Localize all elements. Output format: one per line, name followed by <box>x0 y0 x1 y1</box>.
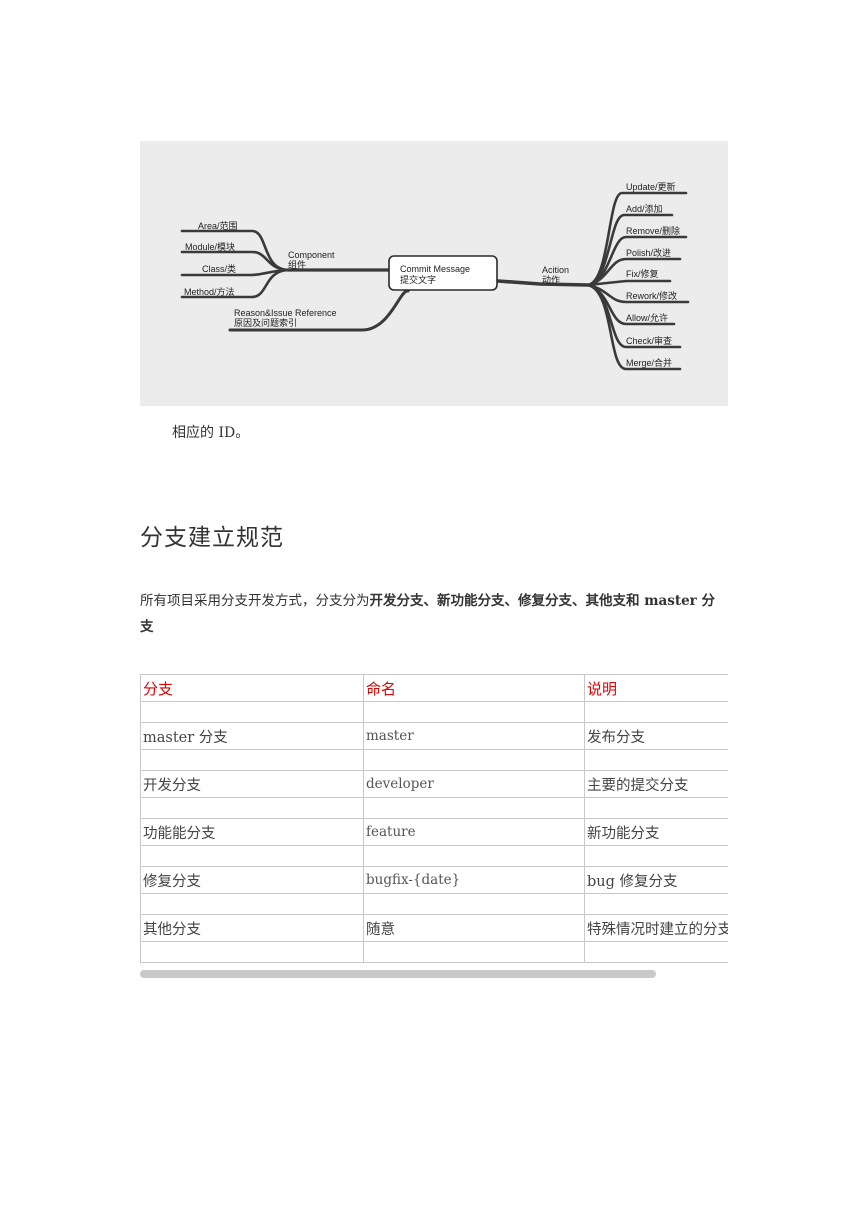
reason-label: Reason&Issue Reference <box>234 308 337 318</box>
table-spacer-row <box>140 941 728 963</box>
table-cell: 随意 <box>363 914 585 942</box>
intro-text: 所有项目采用分支开发方式，分支分为 <box>140 593 370 609</box>
action-item: Add/添加 <box>626 204 663 214</box>
table-spacer-row <box>140 749 728 771</box>
center-node-label: Commit Message <box>400 264 470 274</box>
table-cell: 新功能分支 <box>584 818 728 846</box>
table-row: 其他分支 随意 特殊情况时建立的分支 <box>140 914 728 942</box>
table-spacer-row <box>140 893 728 915</box>
action-item: Allow/允许 <box>626 312 668 323</box>
action-item: Merge/合并 <box>626 357 672 368</box>
component-label: Component <box>288 250 335 260</box>
header-description: 说明 <box>584 674 728 702</box>
component-item: Area/范围 <box>198 220 238 231</box>
table-cell <box>363 797 585 819</box>
component-item: Module/模块 <box>185 241 235 252</box>
table-cell: bugfix-{date} <box>363 866 585 894</box>
table-cell <box>584 893 728 915</box>
mindmap-diagram: Commit Message 提交文字 Component 组件 Area/范围… <box>180 181 690 371</box>
table-cell: 发布分支 <box>584 722 728 750</box>
table-cell: 主要的提交分支 <box>584 770 728 798</box>
table-cell <box>584 941 728 963</box>
action-item: Remove/删除 <box>626 225 680 236</box>
table-cell <box>140 701 364 723</box>
table-header-row: 分支 命名 说明 <box>140 674 728 702</box>
table-cell: 功能能分支 <box>140 818 364 846</box>
table-cell <box>140 941 364 963</box>
commit-message-mindmap: Commit Message 提交文字 Component 组件 Area/范围… <box>140 141 728 406</box>
action-item: Update/更新 <box>626 181 676 192</box>
table-cell: 开发分支 <box>140 770 364 798</box>
action-item: Rework/修改 <box>626 290 677 301</box>
table-cell <box>584 701 728 723</box>
header-branch: 分支 <box>140 674 364 702</box>
table-cell <box>363 845 585 867</box>
table-cell: master <box>363 722 585 750</box>
intro-paragraph: 所有项目采用分支开发方式，分支分为开发分支、新功能分支、修复分支、其他支和 ma… <box>140 588 728 640</box>
table-cell: 特殊情况时建立的分支 <box>584 914 728 942</box>
caption-text: 相应的 ID。 <box>172 425 250 441</box>
table-cell: 其他分支 <box>140 914 364 942</box>
table-horizontal-scrollbar[interactable] <box>140 970 656 978</box>
center-node <box>388 255 498 291</box>
table-spacer-row <box>140 845 728 867</box>
table-cell <box>363 701 585 723</box>
table-cell <box>140 893 364 915</box>
action-item: Fix/修复 <box>626 268 659 279</box>
table-cell: 修复分支 <box>140 866 364 894</box>
table-cell: feature <box>363 818 585 846</box>
table-cell <box>363 941 585 963</box>
table-cell: developer <box>363 770 585 798</box>
table-row: master 分支 master 发布分支 <box>140 722 728 750</box>
table-cell <box>363 893 585 915</box>
table-spacer-row <box>140 797 728 819</box>
table-cell <box>363 749 585 771</box>
table-cell <box>140 749 364 771</box>
table-cell <box>584 749 728 771</box>
table-cell <box>584 797 728 819</box>
table-row: 修复分支 bugfix-{date} bug 修复分支 <box>140 866 728 894</box>
component-item: Method/方法 <box>184 286 235 297</box>
table-row: 开发分支 developer 主要的提交分支 <box>140 770 728 798</box>
header-name: 命名 <box>363 674 585 702</box>
center-node-sublabel: 提交文字 <box>400 274 436 285</box>
table-cell: bug 修复分支 <box>584 866 728 894</box>
table-cell <box>140 797 364 819</box>
table-cell <box>584 845 728 867</box>
section-title: 分支建立规范 <box>140 525 284 551</box>
table-cell <box>140 845 364 867</box>
table-cell: master 分支 <box>140 722 364 750</box>
action-item: Check/审查 <box>626 335 672 346</box>
component-item: Class/类 <box>202 263 236 274</box>
table-spacer-row <box>140 701 728 723</box>
branch-table: 分支 命名 说明 master 分支 master 发布分支 开发分支 deve… <box>140 674 728 963</box>
action-label: Acition <box>542 265 569 275</box>
action-sublabel: 动作 <box>542 274 560 285</box>
intro-bold-text: 开发分支、新功能分支、修复分支、其他支和 master 分支 <box>140 593 715 635</box>
branch-table-container[interactable]: 分支 命名 说明 master 分支 master 发布分支 开发分支 deve… <box>140 674 728 970</box>
reason-sublabel: 原因及问题索引 <box>234 317 297 328</box>
component-sublabel: 组件 <box>288 259 306 270</box>
table-row: 功能能分支 feature 新功能分支 <box>140 818 728 846</box>
action-item: Polish/改进 <box>626 247 671 258</box>
